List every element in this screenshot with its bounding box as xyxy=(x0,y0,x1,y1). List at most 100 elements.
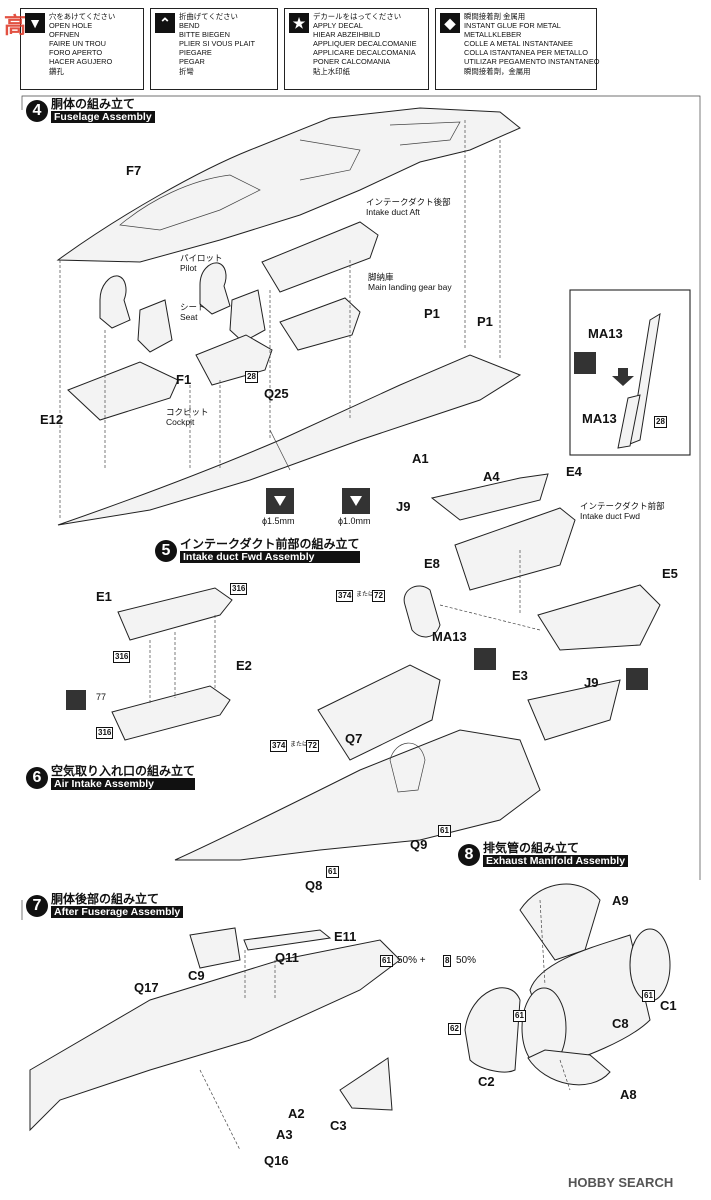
step-5-header: 5 インテークダクト前部の組み立て Intake duct Fwd Assemb… xyxy=(155,538,360,563)
legend-bend: ⌃ 折曲げてください BEND BITTE BIEGEN PLIER SI VO… xyxy=(150,8,278,90)
part-label-q16: Q16 xyxy=(264,1153,289,1168)
bend-icon-inset xyxy=(574,352,596,374)
part-label-ma13-b: MA13 xyxy=(582,411,617,426)
paint-code-61-b: 61 xyxy=(326,866,339,878)
part-label-e4: E4 xyxy=(566,464,582,479)
intake-e8-ring xyxy=(403,585,441,638)
part-label-a2: A2 xyxy=(288,1106,305,1121)
pilot-figures xyxy=(99,262,231,329)
legend-drill-text: 穴をあけてください OPEN HOLE OFFNEN FAIRE UN TROU… xyxy=(49,12,116,76)
c2-part xyxy=(464,987,521,1073)
step-4-title-en: Fuselage Assembly xyxy=(51,111,155,123)
part-label-q8: Q8 xyxy=(305,878,323,893)
part-label-q25: Q25 xyxy=(264,386,289,401)
part-label-c3: C3 xyxy=(330,1118,347,1133)
step-8-header: 8 排気管の組み立て Exhaust Manifold Assembly xyxy=(458,841,629,867)
part-label-e8: E8 xyxy=(424,556,440,571)
arrow-down-icon xyxy=(612,368,634,386)
decal-star-icon: ★ xyxy=(289,13,309,33)
legend-metal-glue: ◆ 瞬間接着剤 金属用 INSTANT GLUE FOR METAL METAL… xyxy=(435,8,600,90)
paint-code-61-a: 61 xyxy=(438,825,451,837)
legend-decal-text: デカールをはってください APPLY DECAL HIEAR ABZEIHBIL… xyxy=(313,12,417,76)
part-label-e1: E1 xyxy=(96,589,112,604)
seat-part-rear xyxy=(229,289,266,343)
part-label-e12: E12 xyxy=(40,412,64,427)
part-label-ma13-c: MA13 xyxy=(432,629,467,644)
part-label-q17: Q17 xyxy=(134,980,159,995)
watermark-logo: 高 xyxy=(4,13,27,38)
legend-bend-text: 折曲げてください BEND BITTE BIEGEN PLIER SI VOUS… xyxy=(179,12,255,76)
step-6-header: 6 空気取り入れ口の組み立て Air Intake Assembly xyxy=(26,764,196,790)
metal-glue-icon: ◆ xyxy=(440,13,460,33)
a8-part xyxy=(527,1049,611,1086)
rear-fuselage-part xyxy=(29,939,401,1132)
seat-part-front xyxy=(137,299,173,353)
intake-e1-part xyxy=(117,587,233,641)
step-4-header: 4 胴体の組み立て Fuselage Assembly xyxy=(26,98,155,123)
fuselage-lower-half xyxy=(57,354,522,526)
paint-mix-note: 50% + xyxy=(397,955,426,966)
step-4-title-jp: 胴体の組み立て xyxy=(51,97,136,111)
step-6-title-jp: 空気取り入れ口の組み立て xyxy=(51,764,196,778)
bend-icon: ⌃ xyxy=(155,13,175,33)
e11-part xyxy=(243,929,332,951)
a9-part xyxy=(519,883,601,961)
part-label-q7: Q7 xyxy=(345,731,363,746)
note-mata-b: または xyxy=(290,742,309,748)
decal-star-icon-step5 xyxy=(66,690,86,710)
c3-part xyxy=(339,1057,393,1111)
part-label-q11: Q11 xyxy=(275,950,299,965)
note-seat: シート Seat xyxy=(180,302,206,322)
note-intake-duct-aft: インテークダクト後部 Intake duct Aft xyxy=(366,197,451,217)
paint-code-62: 62 xyxy=(448,1023,461,1035)
part-label-a8: A8 xyxy=(620,1087,637,1102)
step-8-title-en: Exhaust Manifold Assembly xyxy=(483,855,629,867)
note-intake-duct-fwd: インテークダクト前部 Intake duct Fwd xyxy=(580,501,665,521)
note-mata-a: または xyxy=(356,592,375,598)
step-5-title-jp: インテークダクト前部の組み立て xyxy=(180,537,360,551)
ma13-inset-frame xyxy=(569,289,691,456)
paint-code-8: 8 xyxy=(443,955,452,967)
drill-size-10: ϕ1.0mm xyxy=(338,516,371,526)
step-6-number: 6 xyxy=(26,766,48,789)
part-label-p1-b: P1 xyxy=(477,314,493,329)
part-label-a9: A9 xyxy=(612,893,629,908)
part-label-ma13-a: MA13 xyxy=(588,326,623,341)
paint-code-72-b: 72 xyxy=(306,740,319,752)
drill-hole-icon: ▼ xyxy=(25,13,45,33)
part-label-a1: A1 xyxy=(412,451,429,466)
watermark-hobby-search: HOBBY SEARCH xyxy=(568,1175,674,1190)
metal-glue-icon-step5 xyxy=(474,648,496,670)
drill-hole-icon-3 xyxy=(626,668,648,690)
part-label-e2: E2 xyxy=(236,658,252,673)
part-label-c2: C2 xyxy=(478,1074,495,1089)
note-pilot: パイロット Pilot xyxy=(180,253,223,273)
step-8-number: 8 xyxy=(458,843,480,866)
part-label-c8: C8 xyxy=(612,1016,629,1031)
paint-code-77: 77 xyxy=(96,692,107,702)
paint-code-28-b: 28 xyxy=(654,416,667,428)
step-6-title-en: Air Intake Assembly xyxy=(51,778,196,790)
main-gear-bay-part xyxy=(279,297,361,351)
intake-e3-part xyxy=(527,679,621,741)
paint-code-316-b: 316 xyxy=(113,651,131,663)
intake-duct-aft-part xyxy=(261,221,379,293)
part-label-a3: A3 xyxy=(276,1127,293,1142)
part-label-e11: E11 xyxy=(334,929,357,944)
part-label-e5: E5 xyxy=(662,566,678,581)
step-7-header: 7 胴体後部の組み立て After Fuserage Assembly xyxy=(26,893,184,918)
paint-code-28-a: 28 xyxy=(245,371,258,383)
step-8-title-jp: 排気管の組み立て xyxy=(483,841,580,855)
step-4-number: 4 xyxy=(26,99,48,122)
paint-code-374-b: 374 xyxy=(270,740,288,752)
legend-metal-glue-text: 瞬間接着剤 金属用 INSTANT GLUE FOR METAL METALLK… xyxy=(464,12,600,76)
fuselage-upper-half xyxy=(56,107,521,263)
paint-code-61-c: 61 xyxy=(380,955,393,967)
part-label-j9-b: J9 xyxy=(584,675,599,690)
intake-duct-fwd-part xyxy=(454,507,576,591)
note-cockpit: コクピット Cockpit xyxy=(166,407,209,427)
intake-e2-part xyxy=(111,685,231,741)
step-7-number: 7 xyxy=(26,894,48,917)
cockpit-tub-f1 xyxy=(195,334,273,386)
